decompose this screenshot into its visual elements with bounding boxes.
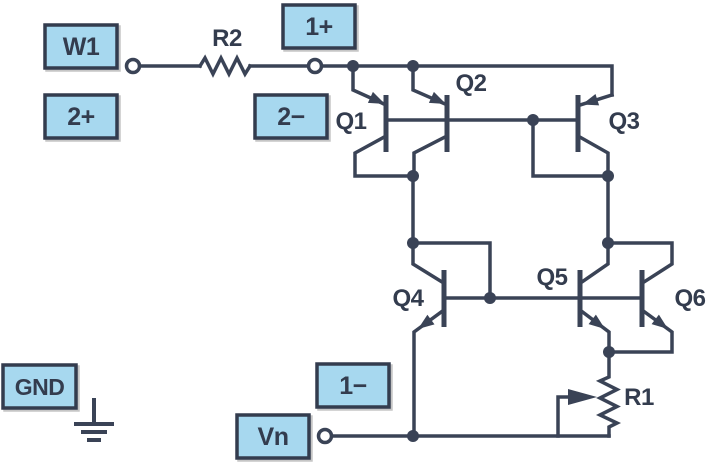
q4-label: Q4: [392, 285, 424, 312]
q5-emitter-wire: [577, 307, 611, 354]
w1-terminal: [124, 57, 142, 75]
port-2plus: 2+: [43, 93, 119, 140]
transistor-q2: Q2: [411, 64, 487, 178]
rheostat-r1-label: R1: [624, 384, 654, 411]
port-gnd-label: GND: [15, 374, 65, 400]
ground-symbol: [74, 398, 114, 442]
port-w1-box: [43, 23, 119, 70]
q3-collector-wire: [575, 133, 610, 178]
resistor-r2-zigzag: [197, 54, 253, 78]
port-2minus-box: [253, 93, 329, 140]
transistor-q5: Q5: [536, 241, 611, 354]
port-vn-box: [235, 413, 311, 460]
base-to-q3-collector-tie-wire: [531, 118, 610, 178]
q1-emitter-wire: [351, 64, 387, 107]
port-2minus-label: 2−: [277, 103, 305, 131]
transistor-q6: Q6: [606, 241, 706, 354]
q3-label: Q3: [608, 108, 639, 135]
port-1minus: 1−: [315, 362, 391, 409]
resistor-r2: R2: [197, 25, 253, 78]
vn-terminal: [316, 427, 334, 445]
port-1plus-box: [281, 3, 357, 50]
rheostat-r1-zigzag: [595, 350, 622, 438]
junction-dot: [527, 114, 539, 126]
junction-dot: [407, 170, 419, 182]
junction-dot: [602, 237, 614, 249]
transistor-q4: Q4: [392, 241, 447, 438]
port-w1: W1: [43, 23, 119, 70]
junction-dot: [407, 430, 419, 442]
junction-dot: [407, 237, 419, 249]
q3-emitter-arrow-icon: [582, 94, 600, 106]
nodeA-to-q456-base-wire: [411, 241, 492, 300]
q6-emitter-arrow-icon: [651, 314, 668, 329]
rheostat-r1-wiper-wire: [556, 395, 572, 438]
port-gnd: GND: [1, 363, 78, 410]
q6-label: Q6: [674, 285, 705, 312]
rheostat-r1-wiper-arrow-icon: [568, 389, 597, 405]
port-2plus-box: [43, 93, 119, 140]
q5-emitter-arrow-icon: [588, 314, 605, 329]
rheostat-r1: R1: [556, 350, 654, 438]
q2-label: Q2: [455, 70, 486, 97]
port-1plus: 1+: [281, 3, 357, 50]
junction-dot: [603, 346, 615, 358]
port-2minus: 2−: [253, 93, 329, 140]
q4-emitter-wire: [412, 307, 447, 438]
junction-dot: [347, 60, 359, 72]
port-vn: Vn: [235, 413, 311, 460]
q6-collector-wire: [606, 241, 674, 285]
port-2plus-label: 2+: [67, 103, 95, 131]
resistor-r2-label: R2: [212, 25, 242, 52]
junction-dots: [347, 60, 615, 442]
q5-collector-wire: [579, 241, 610, 285]
q2-collector-wire: [412, 133, 450, 178]
oneplus-terminal: [306, 57, 324, 75]
q1-emitter-arrow-icon: [367, 91, 385, 104]
port-w1-label: W1: [63, 33, 100, 61]
junction-dot: [484, 292, 496, 304]
q1-collector-wire: [353, 133, 415, 178]
port-1minus-label: 1−: [339, 372, 367, 400]
port-vn-label: Vn: [258, 423, 289, 451]
transistor-q1: Q1: [335, 64, 415, 178]
q2-emitter-arrow-icon: [428, 91, 446, 104]
transistor-q3: Q3: [575, 92, 640, 178]
q4-emitter-arrow-icon: [418, 314, 435, 329]
port-gnd-box: [1, 363, 78, 410]
junction-dot: [602, 170, 614, 182]
port-1minus-box: [315, 362, 391, 409]
q1-label: Q1: [335, 108, 366, 135]
q4-collector-wire: [411, 241, 445, 285]
junction-dot: [407, 60, 419, 72]
q5-label: Q5: [536, 264, 567, 291]
port-1plus-label: 1+: [305, 13, 333, 41]
